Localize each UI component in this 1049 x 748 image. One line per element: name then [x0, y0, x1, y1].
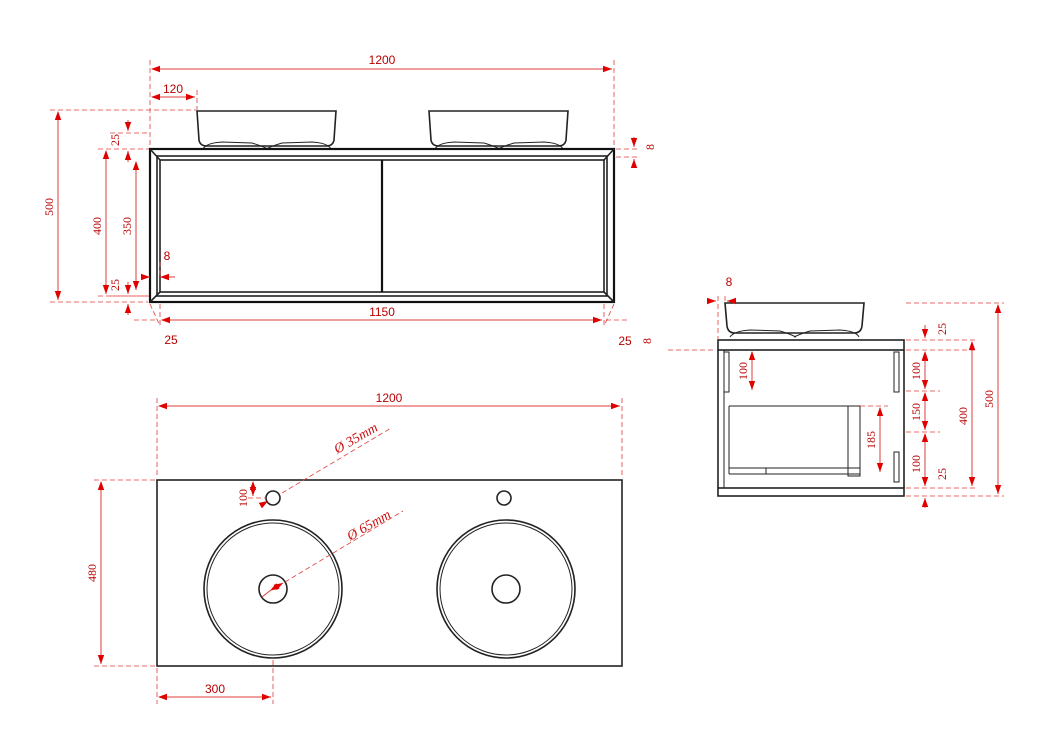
dim-front-overall-width: 1200 [149, 53, 615, 148]
plan-view: 1200 480 100 Ø 35mm Ø 65mm [85, 391, 623, 704]
dim-plan-tap-offset: 100 [236, 481, 266, 507]
dim-label: Ø 35mm [331, 421, 381, 458]
dim-label: 185 [864, 431, 878, 449]
plan-tap-hole-left [265, 490, 281, 506]
dim-front-basin-offset: 120 [151, 82, 198, 110]
dim-front-frame-top: 8 [616, 137, 657, 168]
front-view: 1200 120 500 400 25 [42, 53, 657, 348]
dim-front-top-thickness: 25 [108, 120, 149, 162]
dim-front-cabinet-height: 400 [90, 148, 149, 297]
dim-side-top-thickness: 25 [935, 323, 949, 335]
dim-label: 500 [42, 198, 56, 216]
dim-label: Ø 65mm [344, 508, 394, 545]
dim-front-frame-side: 8 [141, 249, 175, 281]
dim-label: 100 [236, 489, 250, 507]
dim-front-overall-height: 500 [42, 109, 196, 303]
dim-front-drawer-height: 350 [120, 161, 140, 290]
plan-basin-right [436, 519, 576, 659]
dim-front-inner-width: 1150 [134, 303, 630, 327]
side-basin [724, 302, 865, 338]
side-view: 8 100 185 25 100 [668, 275, 1004, 508]
dim-label: 350 [120, 217, 134, 235]
dim-plan-basin-offset: 300 [156, 660, 274, 704]
dim-label: 1200 [369, 53, 396, 67]
dim-plan-overall-width: 1200 [156, 391, 623, 478]
dim-side-lower-gap: 100 [909, 455, 923, 473]
dim-label: 1150 [369, 305, 395, 319]
plan-waste-left [258, 574, 288, 604]
dim-label: 120 [163, 82, 183, 96]
dim-label: 1200 [376, 391, 403, 405]
dim-side-drawer-height: 150 [909, 403, 923, 421]
plan-tap-hole-right [496, 490, 512, 506]
dim-plan-depth: 480 [85, 479, 156, 667]
dim-label: 25 [108, 279, 122, 291]
dim-side-cabinet-height: 400 [956, 407, 970, 425]
dim-label: 300 [205, 682, 225, 696]
dim-front-left-margin: 25 [164, 333, 178, 347]
dim-side-inner-offset: 100 [736, 351, 756, 390]
dim-label: 8 [640, 338, 654, 344]
plan-basin-left [203, 519, 343, 659]
dim-side-bottom-thickness: 25 [935, 468, 949, 480]
plan-waste-right [491, 574, 521, 604]
front-cabinet [148, 147, 616, 304]
dim-side-upper-gap: 100 [909, 362, 923, 380]
dim-label: 100 [736, 362, 750, 380]
dim-front-bottom-gap: 25 [108, 279, 149, 315]
dim-label: 25 [108, 134, 122, 146]
side-cabinet [717, 339, 905, 497]
dim-label: 480 [85, 564, 99, 582]
dim-label: 400 [90, 217, 104, 235]
dim-label: 8 [643, 144, 657, 150]
dim-label: 8 [726, 275, 733, 289]
dim-side-overall-height: 500 [982, 390, 996, 408]
front-basin-left [196, 110, 337, 150]
dim-label: 8 [164, 249, 171, 263]
front-basin-right [428, 110, 569, 150]
dim-front-frame-bottom: 8 [640, 338, 654, 344]
plan-countertop [156, 479, 623, 667]
dim-plan-tap-diameter: Ø 35mm [258, 421, 392, 509]
dim-side-right-chain: 25 100 150 100 25 400 500 [906, 302, 1004, 508]
dim-side-frame-thickness: 8 [707, 275, 736, 339]
dim-side-drawer-depth: 185 [860, 405, 888, 472]
dim-front-right-margin: 25 [618, 334, 632, 348]
